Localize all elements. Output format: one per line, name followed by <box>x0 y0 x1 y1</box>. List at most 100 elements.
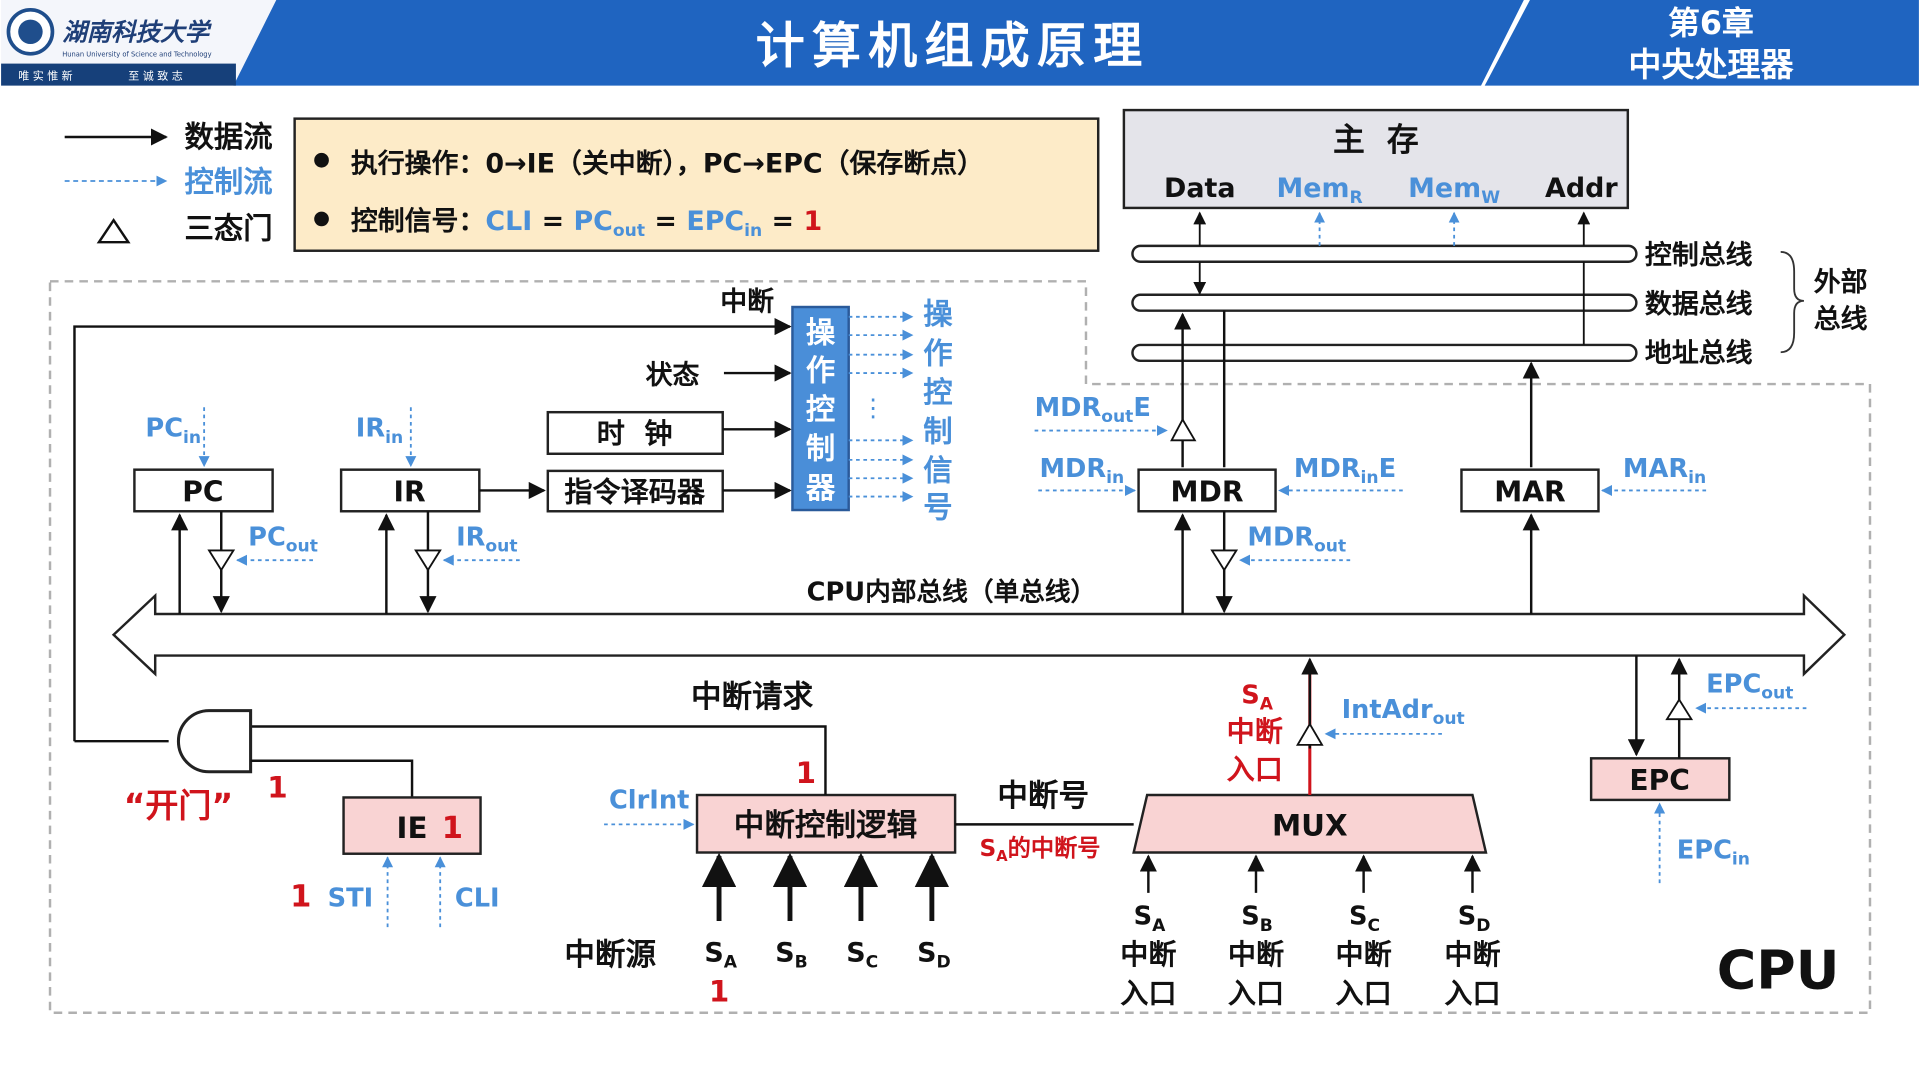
data-bus-label: 数据总线 <box>1645 289 1753 320</box>
main-memory-title: 主 存 <box>1333 121 1419 158</box>
info-signals: 控制信号：CLI = PCout = EPCin = 1 <box>351 206 822 241</box>
interrupt-request-label: 中断请求 <box>691 680 814 715</box>
epc-register <box>1589 757 1731 802</box>
epc-out-gate <box>1665 697 1694 721</box>
mdr-out-signal: MDRout <box>1247 523 1346 557</box>
pc-out-gate <box>207 549 236 572</box>
controller-char: 控 <box>806 393 835 427</box>
clock <box>546 410 724 455</box>
mdr-out-e-signal: MDRoutE <box>1035 393 1151 427</box>
motto-right: 至 诚 致 志 <box>128 69 183 83</box>
university-name-en: Hunan University of Science and Technolo… <box>62 50 211 58</box>
sa-interrupt-number-label: SA的中断号 <box>980 835 1101 865</box>
internal-bus-label: CPU内部总线（单总线） <box>807 578 1097 608</box>
entry-d: SD 中断 入口 <box>1444 902 1500 1010</box>
entry-b-source: SB <box>1241 902 1273 936</box>
sa-entry-red-line1: 中断 <box>1227 715 1283 748</box>
cpu-internal-bus <box>111 592 1847 677</box>
ir-register <box>339 468 481 513</box>
interrupt-input-label: 中断 <box>720 287 774 318</box>
source-sa: SA <box>704 937 737 972</box>
entry-c-line1: 中断 <box>1335 938 1391 971</box>
epc-in-signal: EPCin <box>1677 836 1750 870</box>
sti-signal: STI <box>328 883 374 913</box>
entry-b: SB 中断 入口 <box>1228 902 1284 1010</box>
legend-tristate: 三态门 <box>185 212 273 246</box>
motto-band <box>1 63 236 86</box>
legend-tristate-symbol <box>96 217 131 244</box>
control-signal-char: 操 <box>923 297 953 331</box>
ie-flag <box>342 796 482 855</box>
entry-a-line1: 中断 <box>1120 938 1176 971</box>
mux-inputs <box>1139 854 1482 893</box>
legend-control-flow: 控制流 <box>185 165 273 199</box>
interrupt-source-arrows <box>701 852 949 921</box>
clr-int-signal: ClrInt <box>609 785 689 815</box>
control-signal-char: 作 <box>923 336 952 370</box>
legend-data-flow: 数据流 <box>185 120 273 154</box>
legend: 数据流 控制流 三态门 <box>64 120 273 246</box>
ir-in-signal: IRin <box>356 414 403 448</box>
ie-to-gate-line <box>250 759 414 798</box>
epc-register-label: EPC <box>1629 764 1689 797</box>
source-sa-value: 1 <box>709 975 729 1009</box>
mdr-in-signal: MDRin <box>1040 454 1125 488</box>
entry-b-line2: 入口 <box>1228 977 1284 1010</box>
controller-char: 操 <box>806 315 836 349</box>
mdr-register-label: MDR <box>1171 475 1244 508</box>
int-adr-out-signal: IntAdrout <box>1342 695 1465 729</box>
external-buses: 控制总线 数据总线 地址总线 外部 总线 <box>1131 211 1868 369</box>
mux <box>1132 793 1488 854</box>
memory-addr-port: Addr <box>1545 173 1618 204</box>
source-sb: SB <box>775 937 807 972</box>
controller-char: 制 <box>806 432 835 466</box>
external-bus-label-1: 外部 <box>1814 266 1868 298</box>
mar-register-label: MAR <box>1494 475 1566 508</box>
interrupt-source-label: 中断源 <box>564 938 656 973</box>
entry-a-source: SA <box>1134 902 1166 936</box>
mdr-register <box>1137 468 1277 513</box>
sti-value: 1 <box>290 879 311 914</box>
open-gate-value: 1 <box>267 770 287 804</box>
external-bus-label-2: 总线 <box>1814 304 1868 335</box>
mdr-out-gate <box>1210 549 1239 572</box>
instruction-decoder-label: 指令译码器 <box>564 475 706 508</box>
ie-flag-value: 1 <box>442 811 463 846</box>
page-title: 计算机组成原理 <box>756 17 1150 74</box>
chapter-number: 第6章 <box>1668 5 1754 42</box>
pc-register-label: PC <box>182 475 223 508</box>
info-box <box>293 117 1100 252</box>
entry-d-line2: 入口 <box>1444 977 1500 1010</box>
university-name-cn: 湖南科技大学 <box>62 17 212 46</box>
ir-register-label: IR <box>394 475 426 508</box>
entry-d-source: SD <box>1458 902 1491 936</box>
control-bus <box>1131 244 1638 263</box>
external-bus-brace <box>1780 251 1804 354</box>
pc-register <box>133 468 274 513</box>
info-bullet-1 <box>314 152 329 168</box>
clock-label: 时 钟 <box>597 417 673 450</box>
mux-label: MUX <box>1272 808 1348 842</box>
control-signal-char: 信 <box>923 454 952 488</box>
interrupt-request-value: 1 <box>796 756 816 790</box>
interrupt-number-label: 中断号 <box>997 779 1089 814</box>
entry-b-line1: 中断 <box>1228 938 1284 971</box>
memory-data-port: Data <box>1164 173 1235 204</box>
info-bullet-2 <box>314 211 329 227</box>
chapter-title: 中央处理器 <box>1628 45 1794 84</box>
entry-c-line2: 入口 <box>1335 977 1391 1010</box>
cli-signal: CLI <box>455 883 500 913</box>
control-signal-char: 控 <box>923 375 952 409</box>
ie-flag-label: IE <box>397 811 428 845</box>
operation-controller <box>791 305 850 512</box>
source-sc: SC <box>846 937 878 972</box>
university-logo <box>6 7 55 56</box>
int-adr-out-gate <box>1295 722 1324 746</box>
open-gate-label: “开门” <box>124 786 233 825</box>
source-sd: SD <box>917 937 951 972</box>
entry-c: SC 中断 入口 <box>1335 902 1391 1010</box>
entry-a-line2: 入口 <box>1120 977 1176 1010</box>
mdr-in-e-signal: MDRinE <box>1294 454 1396 488</box>
entry-c-source: SC <box>1349 902 1380 936</box>
entry-a: SA 中断 入口 <box>1120 902 1176 1010</box>
